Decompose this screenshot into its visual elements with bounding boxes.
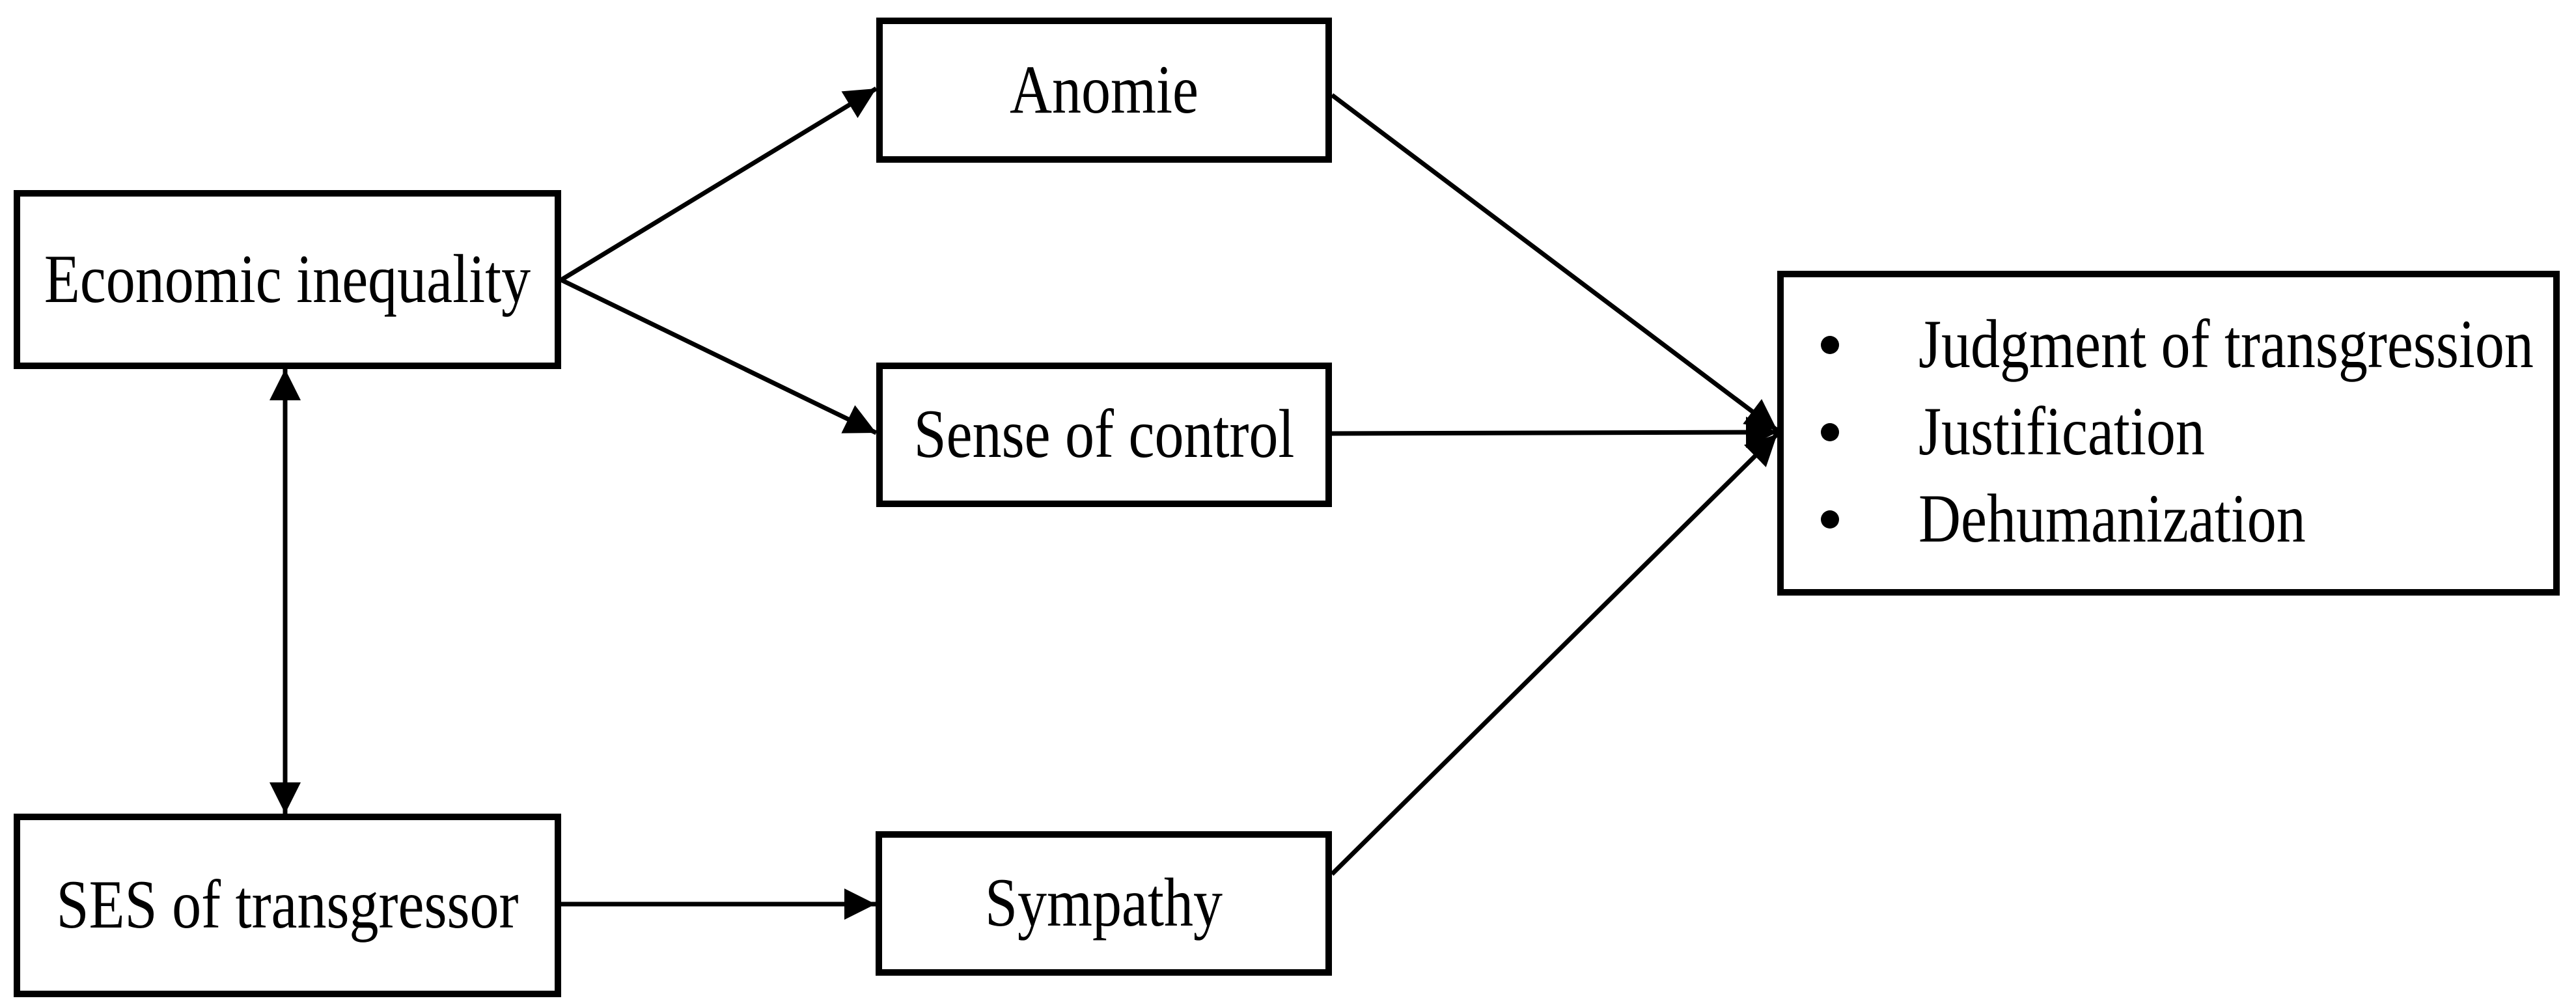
arrow-sympathy-to-outcomes <box>1330 432 1779 876</box>
node-label: SES of transgressor <box>56 867 519 943</box>
outcome-item: Dehumanization <box>1821 476 2553 563</box>
node-label: Sense of control <box>913 396 1295 473</box>
arrow-anomie-to-outcomes <box>1330 93 1779 432</box>
node-label: Sympathy <box>984 865 1223 941</box>
arrow-sense-of-control-to-outcomes <box>1331 417 1778 448</box>
node-sympathy: Sympathy <box>876 831 1332 976</box>
outcome-label: Judgment of transgression <box>1918 307 2534 383</box>
node-outcomes: Judgment of transgression Justification … <box>1777 271 2560 596</box>
bullet-icon <box>1821 510 1839 529</box>
node-sense-of-control: Sense of control <box>876 363 1332 507</box>
node-ses-of-transgressor: SES of transgressor <box>14 814 561 997</box>
arrow-economic-inequality-to-sense-of-control <box>560 277 878 435</box>
outcome-item: Judgment of transgression <box>1821 301 2553 389</box>
node-label: Anomie <box>1010 51 1198 128</box>
node-anomie: Anomie <box>876 18 1332 163</box>
arrow-economic-inequality-to-anomie <box>560 87 878 282</box>
outcome-item: Justification <box>1821 389 2553 476</box>
outcome-label: Justification <box>1918 394 2205 470</box>
node-label: Economic inequality <box>44 241 531 318</box>
node-economic-inequality: Economic inequality <box>14 190 561 369</box>
bullet-icon <box>1821 336 1839 354</box>
outcome-label: Dehumanization <box>1918 481 2306 557</box>
bullet-icon <box>1821 423 1839 441</box>
